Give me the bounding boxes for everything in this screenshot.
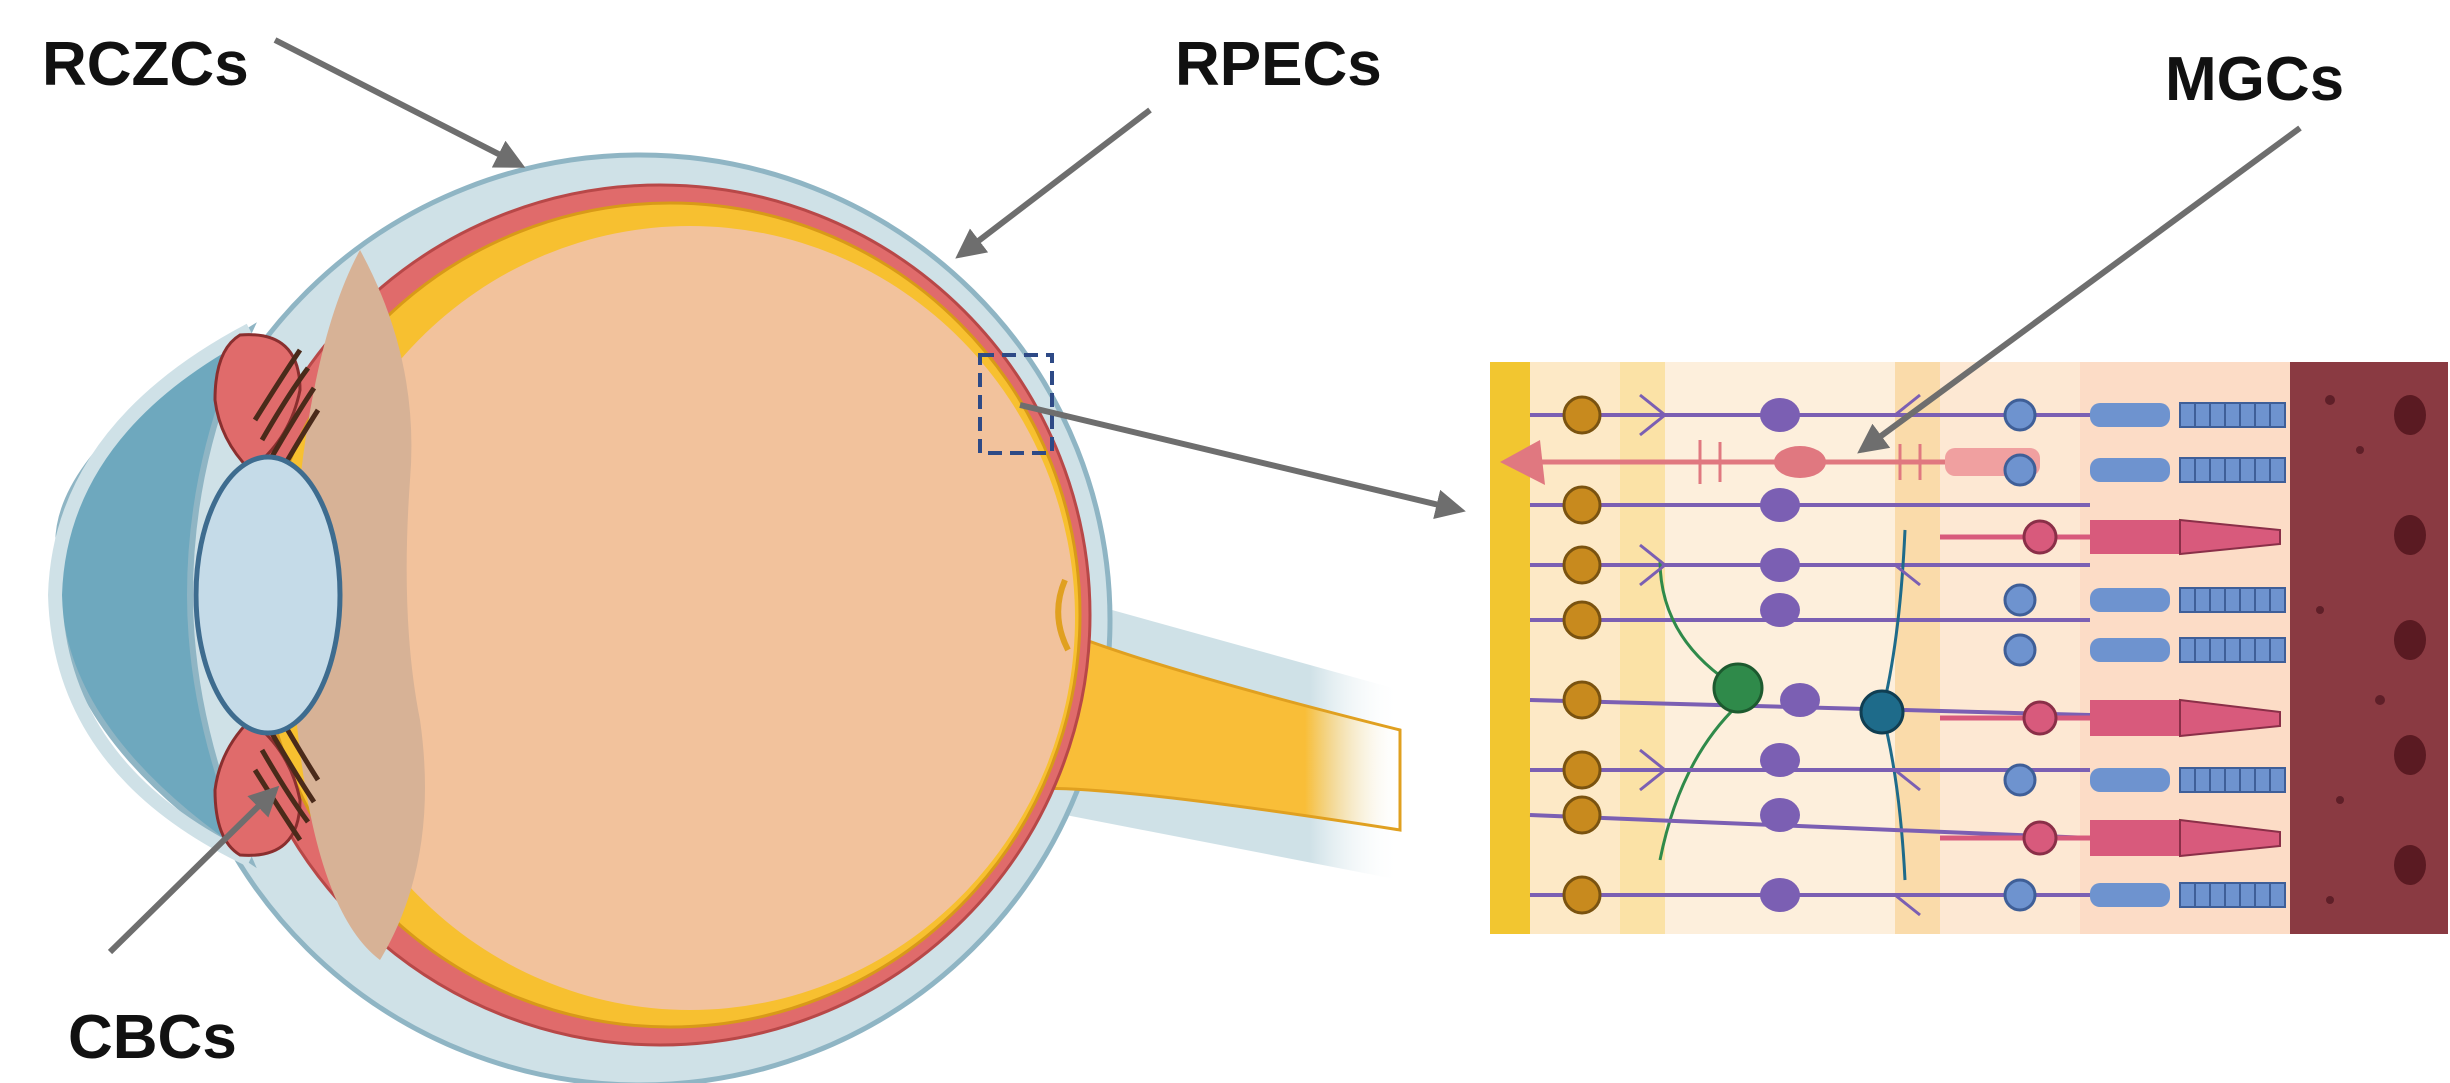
inner-plexiform-layer [1620,362,1665,934]
label-rpec: RPECs [1175,30,1382,99]
label-cbc: CBCs [68,1003,237,1072]
bipolar-processes [1639,393,1921,917]
row-rod [1530,593,2286,667]
inset-box [978,353,1054,455]
cell-rows [1500,393,2286,917]
row-rod [1530,545,2286,617]
row-rod [1530,875,2286,915]
row-rod [1530,453,2286,525]
label-rczc: RCZCs [42,30,249,99]
arrow-inset [1019,402,1466,520]
cornea-outer [47,323,254,867]
arrow-rczc [273,37,526,168]
eye-cross-section-icon [47,152,1402,1083]
row-cone [1529,680,2281,738]
horizontal-cell [1859,529,1907,881]
inner-limiting-membrane [1490,362,1530,934]
annotation-arrows [107,37,2302,955]
row-rod [1530,743,2286,797]
retina-layers-icon [1490,362,2448,934]
arrow-rpec [955,107,1152,259]
rod-disc-stripes [2194,403,2271,907]
row-cone [1940,518,2281,556]
arrow-mgc [1857,125,2302,454]
amacrine-cell [1658,559,1764,861]
vitreous-body [305,226,1075,1010]
arrow-cbc [107,785,280,955]
optic-disc [1055,578,1071,652]
rpe-nuclei [2394,395,2426,885]
vitreous-shade [290,250,425,960]
label-mgc: MGCs [2165,45,2344,114]
row-rod [1530,395,2286,435]
ganglion-cell-layer [1530,362,1620,934]
row-cone [1529,795,2281,858]
lens [193,454,343,736]
